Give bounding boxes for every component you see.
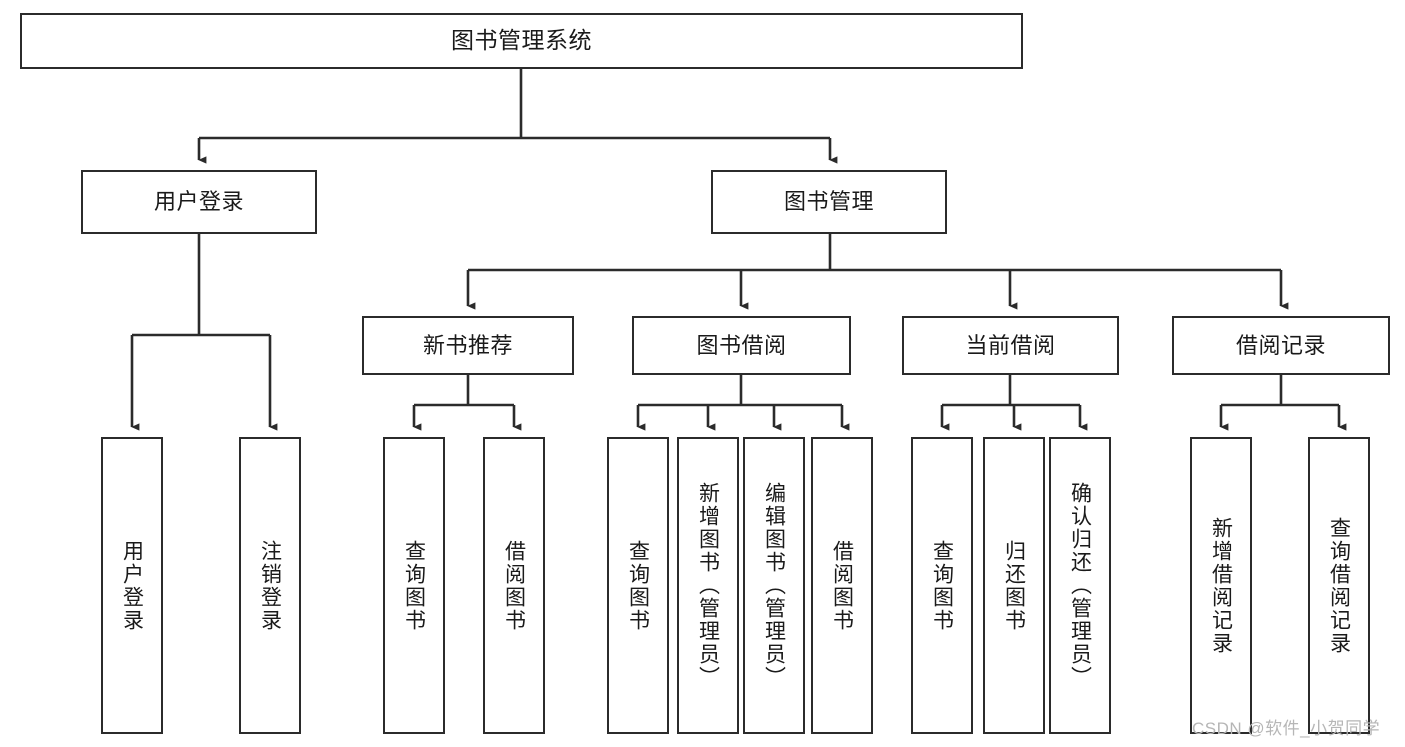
node-borrow-record[interactable]: 借阅记录: [1172, 316, 1390, 375]
node-book-borrow[interactable]: 图书借阅: [632, 316, 851, 375]
node-book-manage[interactable]: 图书管理: [711, 170, 947, 234]
node-leaf-confirm-return-admin[interactable]: 确认归还（管理员）: [1049, 437, 1111, 734]
node-book-borrow-label: 图书借阅: [696, 332, 787, 358]
node-new-book-recommend[interactable]: 新书推荐: [362, 316, 574, 375]
node-user-login-label: 用户登录: [153, 189, 244, 215]
node-leaf-borrow-book-2[interactable]: 借阅图书: [811, 437, 873, 734]
node-leaf-add-borrow-record-label: 新增借阅记录: [1209, 516, 1233, 655]
node-leaf-logout[interactable]: 注销登录: [239, 437, 301, 734]
node-new-book-recommend-label: 新书推荐: [422, 332, 513, 358]
node-leaf-query-book-2[interactable]: 查询图书: [607, 437, 669, 734]
node-borrow-record-label: 借阅记录: [1235, 332, 1326, 358]
node-leaf-query-borrow-record[interactable]: 查询借阅记录: [1308, 437, 1370, 734]
node-leaf-add-book-admin-label: 新增图书（管理员）: [696, 482, 720, 689]
node-leaf-add-borrow-record[interactable]: 新增借阅记录: [1190, 437, 1252, 734]
node-leaf-query-book-1[interactable]: 查询图书: [383, 437, 445, 734]
node-leaf-return-book-label: 归还图书: [1002, 539, 1026, 632]
node-leaf-borrow-book-1[interactable]: 借阅图书: [483, 437, 545, 734]
node-leaf-logout-label: 注销登录: [258, 539, 282, 632]
node-leaf-return-book[interactable]: 归还图书: [983, 437, 1045, 734]
node-root-label: 图书管理系统: [451, 27, 592, 54]
node-leaf-user-login-label: 用户登录: [120, 539, 144, 632]
node-leaf-user-login[interactable]: 用户登录: [101, 437, 163, 734]
node-leaf-confirm-return-admin-label: 确认归还（管理员）: [1068, 482, 1092, 689]
node-leaf-query-book-3[interactable]: 查询图书: [911, 437, 973, 734]
node-leaf-borrow-book-2-label: 借阅图书: [830, 539, 854, 632]
node-leaf-query-book-1-label: 查询图书: [402, 539, 426, 632]
node-root[interactable]: 图书管理系统: [20, 13, 1023, 69]
node-leaf-query-borrow-record-label: 查询借阅记录: [1327, 516, 1351, 655]
node-user-login[interactable]: 用户登录: [81, 170, 317, 234]
node-leaf-borrow-book-1-label: 借阅图书: [502, 539, 526, 632]
node-leaf-edit-book-admin-label: 编辑图书（管理员）: [762, 482, 786, 689]
node-leaf-query-book-3-label: 查询图书: [930, 539, 954, 632]
node-current-borrow-label: 当前借阅: [965, 332, 1056, 358]
node-current-borrow[interactable]: 当前借阅: [902, 316, 1119, 375]
node-leaf-edit-book-admin[interactable]: 编辑图书（管理员）: [743, 437, 805, 734]
node-leaf-query-book-2-label: 查询图书: [626, 539, 650, 632]
node-leaf-add-book-admin[interactable]: 新增图书（管理员）: [677, 437, 739, 734]
node-book-manage-label: 图书管理: [783, 189, 874, 215]
csdn-watermark: CSDN @软件_小贺同学: [1192, 719, 1381, 738]
